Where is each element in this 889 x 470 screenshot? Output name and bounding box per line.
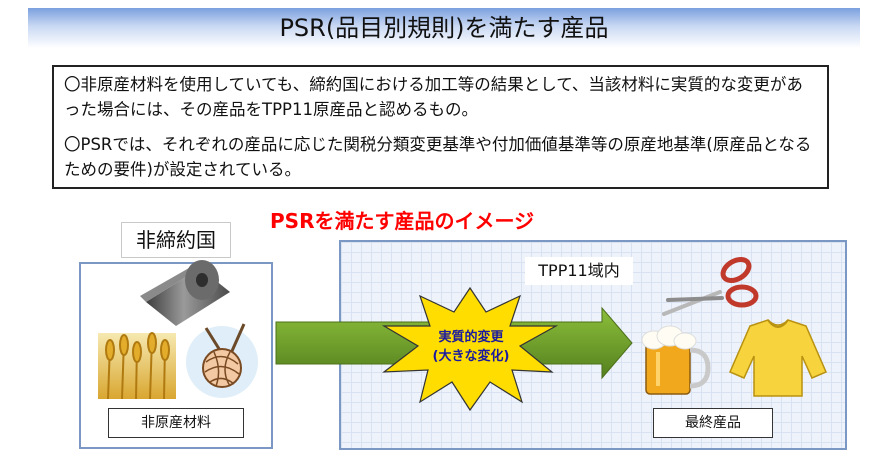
tpp-region-label: TPP11域内 <box>525 257 633 285</box>
final-product-caption: 最終産品 <box>653 408 773 438</box>
description-paragraph-1: 〇非原産材料を使用していても、締約国における加工等の結果として、当該材料に実質的… <box>64 75 803 119</box>
metal-roll-icon <box>140 260 230 326</box>
scissors-icon <box>662 257 759 316</box>
sweater-icon <box>729 319 827 397</box>
beer-mug-icon <box>641 325 711 395</box>
change-label-line1: 実質的変更 <box>438 330 504 345</box>
non-party-label: 非締約国 <box>121 222 231 258</box>
title-bar: PSR(品目別規則)を満たす産品 <box>28 8 860 48</box>
non-originating-materials-caption: 非原産材料 <box>108 408 244 438</box>
wheat-icon <box>98 332 176 400</box>
change-burst-icon <box>381 286 559 412</box>
yarn-ball-icon <box>186 323 258 398</box>
image-title: PSRを満たす産品のイメージ <box>270 209 535 233</box>
page-title: PSR(品目別規則)を満たす産品 <box>279 14 609 42</box>
description-box: 〇非原産材料を使用していても、締約国における加工等の結果として、当該材料に実質的… <box>52 65 829 189</box>
change-label: 実質的変更 (大きな変化) <box>405 328 537 366</box>
change-label-line2: (大きな変化) <box>432 349 510 364</box>
description-paragraph-2: 〇PSRでは、それぞれの産品に応じた関税分類変更基準や付加価値基準等の原産地基準… <box>64 135 812 179</box>
